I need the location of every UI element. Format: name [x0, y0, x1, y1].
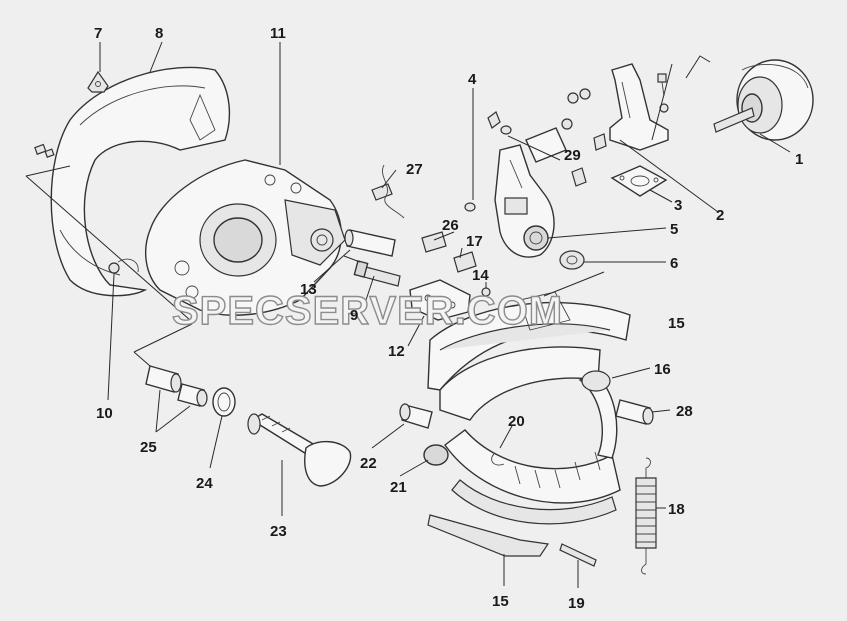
shoe-lining-lower — [427, 514, 550, 557]
watermark: SPECSERVER.COM — [172, 289, 563, 333]
bracket — [409, 279, 471, 321]
callout-23: 23 — [270, 523, 287, 540]
callout-2: 2 — [716, 207, 724, 224]
callout-24: 24 — [196, 475, 213, 492]
callout-7: 7 — [94, 25, 102, 42]
retainer-clip — [491, 453, 505, 466]
callout-11: 11 — [270, 25, 286, 42]
callout-22: 22 — [360, 455, 377, 472]
brake-shoe-lower — [444, 374, 621, 525]
callout-labels: 7 8 11 4 27 29 1 2 3 5 6 26 17 14 13 9 1… — [94, 25, 803, 612]
grease-fitting — [371, 164, 405, 219]
assembly-lines — [25, 55, 711, 367]
camshaft — [247, 413, 352, 487]
callout-8: 8 — [155, 25, 163, 42]
washer — [559, 250, 585, 270]
clip — [87, 70, 109, 93]
return-spring — [635, 457, 657, 575]
callout-29: 29 — [564, 147, 581, 164]
callout-27: 27 — [406, 161, 423, 178]
washer-small — [464, 202, 476, 212]
callout-9: 9 — [350, 307, 358, 324]
callout-13: 13 — [300, 281, 317, 298]
clevis — [487, 111, 587, 187]
brake-shoe-upper — [427, 291, 631, 421]
shoe-roller — [423, 370, 611, 466]
callout-25: 25 — [140, 439, 157, 456]
callout-15-bottom: 15 — [492, 593, 509, 610]
callout-10: 10 — [96, 405, 113, 422]
callout-3: 3 — [674, 197, 682, 214]
leader-lines — [99, 41, 791, 588]
callout-28: 28 — [676, 403, 693, 420]
callout-18: 18 — [668, 501, 685, 518]
chamber-bracket — [561, 63, 669, 151]
callout-12: 12 — [388, 343, 405, 360]
gasket — [610, 165, 668, 197]
callout-4: 4 — [468, 71, 477, 88]
callout-5: 5 — [670, 221, 678, 238]
camshaft-seal — [212, 387, 236, 417]
camshaft-bushings — [145, 365, 208, 407]
callout-15-top: 15 — [668, 315, 685, 332]
callout-1: 1 — [795, 151, 803, 168]
shield-bolts — [34, 143, 55, 158]
callout-17: 17 — [466, 233, 483, 250]
callout-6: 6 — [670, 255, 678, 272]
callout-19: 19 — [568, 595, 585, 612]
callout-21: 21 — [390, 479, 407, 496]
slack-adjuster — [494, 144, 555, 258]
anchor-pin — [344, 229, 396, 257]
anchor-pin-lower — [399, 403, 433, 429]
brake-chamber — [713, 59, 814, 141]
brake-spider — [117, 159, 346, 316]
shield-screw — [108, 262, 120, 274]
callout-16: 16 — [654, 361, 671, 378]
cam-bushings — [421, 231, 477, 273]
bushing-bolt — [353, 260, 401, 287]
cam-roller — [615, 399, 654, 425]
callout-14: 14 — [472, 267, 489, 284]
callout-26: 26 — [442, 217, 459, 234]
shoe-pin — [559, 543, 597, 567]
callout-20: 20 — [508, 413, 525, 430]
